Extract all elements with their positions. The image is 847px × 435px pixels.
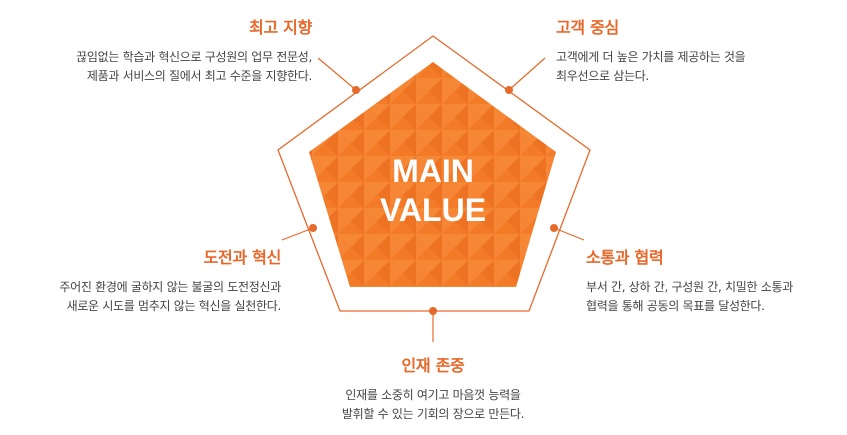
value-block-top-right: 고객 중심 고객에게 더 높은 가치를 제공하는 것을 최우선으로 삼는다.: [556, 14, 746, 86]
main-value-line2: VALUE: [380, 192, 486, 228]
connector-mid-right: [553, 227, 585, 241]
node-dot-top-right: [505, 86, 513, 94]
value-title-mid-left: 도전과 혁신: [203, 248, 282, 267]
node-dot-mid-left: [309, 224, 317, 232]
value-desc-top-right: 고객에게 더 높은 가치를 제공하는 것을 최우선으로 삼는다.: [556, 50, 746, 83]
value-desc-bottom: 인재를 소중히 여기고 마음껏 능력을 발휘할 수 있는 기회의 장으로 만든다…: [341, 388, 525, 421]
value-block-mid-right: 소통과 협력 부서 간, 상하 간, 구성원 간, 치밀한 소통과 협력을 통해…: [586, 244, 793, 316]
node-dot-bottom: [429, 307, 437, 315]
value-title-top-left: 최고 지향: [249, 18, 312, 37]
node-dot-mid-right: [550, 224, 558, 232]
value-desc-top-left: 끊임없는 학습과 혁신으로 구성원의 업무 전문성, 제품과 서비스의 질에서 …: [76, 50, 312, 83]
main-value-line1: MAIN: [392, 153, 474, 189]
connector-top-left: [317, 57, 357, 91]
value-block-top-left: 최고 지향 끊임없는 학습과 혁신으로 구성원의 업무 전문성, 제품과 서비스…: [76, 14, 312, 86]
value-title-mid-right: 소통과 협력: [586, 248, 664, 267]
value-desc-mid-left: 주어진 환경에 굴하지 않는 불굴의 도전정신과 새로운 시도를 멈추지 않는 …: [59, 280, 281, 313]
connector-top-right: [508, 57, 546, 91]
connector-mid-left: [281, 227, 314, 241]
value-title-top-right: 고객 중심: [556, 18, 619, 37]
node-dot-top-left: [352, 86, 360, 94]
value-block-bottom: 인재 존중 인재를 소중히 여기고 마음껏 능력을 발휘할 수 있는 기회의 장…: [283, 352, 583, 424]
value-title-bottom: 인재 존중: [401, 356, 465, 375]
main-value-pentagon: [309, 62, 556, 287]
value-block-mid-left: 도전과 혁신 주어진 환경에 굴하지 않는 불굴의 도전정신과 새로운 시도를 …: [59, 244, 281, 316]
value-desc-mid-right: 부서 간, 상하 간, 구성원 간, 치밀한 소통과 협력을 통해 공동의 목표…: [586, 280, 793, 313]
